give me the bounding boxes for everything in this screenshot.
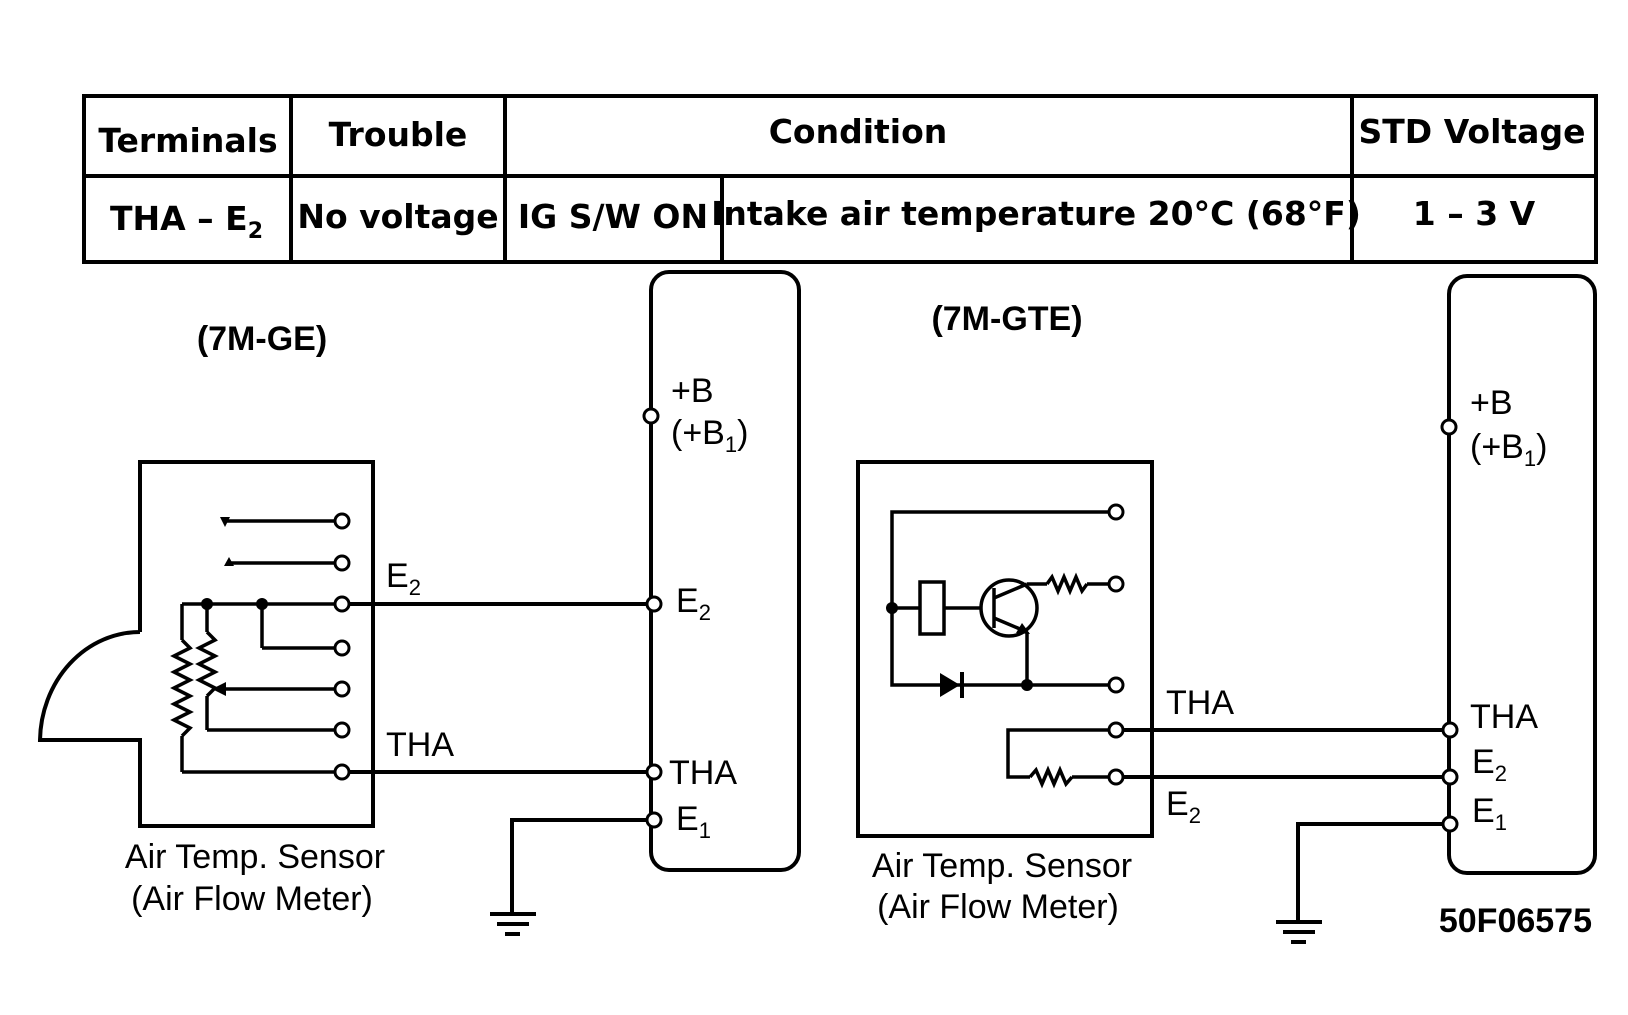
right-ecu-pin-b1: (+B1) <box>1470 428 1547 471</box>
pin-text: ) <box>737 414 748 452</box>
right-ecu-box <box>1447 274 1597 875</box>
pin-subscript: 1 <box>725 432 737 457</box>
right-sensor-pin-tha: THA <box>1166 684 1234 722</box>
left-ecu-terminal-e1 <box>645 811 663 829</box>
pin-subscript: 2 <box>1189 803 1201 828</box>
pin-subscript: 1 <box>699 818 711 843</box>
left-ecu-terminal-e2 <box>645 595 663 613</box>
right-diode <box>940 673 960 697</box>
figure-code: 50F06575 <box>1439 902 1592 940</box>
right-transistor <box>979 578 1039 638</box>
pin-letter: E <box>676 582 699 620</box>
pin-text: (+B <box>1470 428 1524 466</box>
header-std-voltage: STD Voltage <box>1359 112 1586 151</box>
right-sensor-label-2: (Air Flow Meter) <box>877 888 1119 926</box>
right-sensor-terminal <box>1107 575 1125 593</box>
pin-letter: E <box>1472 743 1495 781</box>
pin-subscript: 2 <box>699 600 711 625</box>
right-relay-coil <box>918 580 946 636</box>
left-sensor-terminal <box>333 595 351 613</box>
spec-table: Terminals Trouble Condition STD Voltage … <box>82 94 1598 264</box>
left-ecu-pin-e1: E1 <box>676 800 711 843</box>
pin-subscript: 2 <box>409 575 421 600</box>
left-sensor-terminal <box>333 763 351 781</box>
header-trouble: Trouble <box>329 115 468 154</box>
pin-text: ) <box>1536 428 1547 466</box>
cell-terminals: THA – E2 <box>110 199 263 244</box>
right-internal-bus <box>890 510 1110 687</box>
right-ecu-pin-tha: THA <box>1470 698 1538 736</box>
right-sensor-label-1: Air Temp. Sensor <box>872 847 1132 885</box>
table-border <box>82 94 1598 264</box>
cell-condition-temp: Intake air temperature 20°C (68°F) <box>711 194 1361 233</box>
pin-letter: E <box>1166 785 1189 823</box>
right-sensor-terminal <box>1107 503 1125 521</box>
pin-subscript: 1 <box>1524 446 1536 471</box>
left-junction-dot <box>256 598 268 610</box>
left-sensor-label-2: (Air Flow Meter) <box>131 880 373 918</box>
cell-terminals-sub: 2 <box>248 219 263 244</box>
pin-letter: E <box>386 557 409 595</box>
right-tha-loop <box>1006 728 1110 779</box>
pin-text: (+B <box>671 414 725 452</box>
left-sensor-terminal <box>333 639 351 657</box>
right-ecu-pin-e2: E2 <box>1472 743 1507 786</box>
left-ecu-terminal-b <box>642 407 660 425</box>
right-junction-dot <box>1021 679 1033 691</box>
left-ecu-pin-b1: (+B1) <box>671 414 748 457</box>
right-junction-dot <box>886 602 898 614</box>
left-sensor-terminal <box>333 512 351 530</box>
right-circuit: (7M-GTE) THA E2 <box>856 274 1597 944</box>
left-potentiometer <box>195 630 219 698</box>
left-ecu-pin-e2: E2 <box>676 582 711 625</box>
right-emitter-arrow <box>1016 623 1030 634</box>
cell-trouble: No voltage <box>297 197 498 236</box>
pin-subscript: 2 <box>1495 761 1507 786</box>
right-resistor-top <box>1045 572 1089 596</box>
left-ecu-terminal-tha <box>645 763 663 781</box>
right-ecu-terminal-e2 <box>1441 768 1459 786</box>
header-condition: Condition <box>769 112 948 151</box>
pin-letter: E <box>1472 792 1495 830</box>
cell-terminals-main: THA – E <box>110 199 248 238</box>
right-sensor-terminal <box>1107 676 1125 694</box>
header-terminals: Terminals <box>98 121 277 160</box>
left-circuit: (7M-GE) E2 THA <box>37 270 801 936</box>
left-sensor-terminal <box>333 680 351 698</box>
left-contact-arrow <box>224 557 234 566</box>
right-sensor-housing <box>856 460 1154 838</box>
cell-std-voltage: 1 – 3 V <box>1413 194 1536 233</box>
left-sensor-pin-e2: E2 <box>386 557 421 600</box>
left-sensor-terminal <box>333 721 351 739</box>
cell-condition-switch: IG S/W ON <box>518 197 708 236</box>
left-ecu-pin-tha: THA <box>669 754 737 792</box>
right-engine-label: (7M-GTE) <box>931 300 1082 338</box>
left-contact-arrow <box>220 517 230 527</box>
left-resistor-1 <box>170 638 194 738</box>
right-ecu-terminal-b <box>1440 418 1458 436</box>
right-ecu-pin-e1: E1 <box>1472 792 1507 835</box>
right-sensor-pin-e2: E2 <box>1166 785 1201 828</box>
left-wiper-arrow <box>212 682 226 696</box>
right-transistor-collector <box>993 582 1028 600</box>
right-ground-wire <box>1296 822 1443 922</box>
right-sensor-terminal <box>1107 768 1125 786</box>
left-engine-label: (7M-GE) <box>197 320 327 358</box>
right-ecu-terminal-e1 <box>1441 815 1459 833</box>
right-ecu-terminal-tha <box>1441 721 1459 739</box>
left-ecu-box <box>649 270 801 872</box>
right-sensor-terminal <box>1107 721 1125 739</box>
right-ecu-pin-b: +B <box>1470 384 1513 422</box>
pin-subscript: 1 <box>1495 810 1507 835</box>
left-ecu-pin-b: +B <box>671 372 714 410</box>
right-tha-resistor <box>1028 765 1074 789</box>
left-sensor-pin-tha: THA <box>386 726 454 764</box>
left-sensor-housing <box>37 460 375 828</box>
left-sensor-terminal <box>333 554 351 572</box>
left-ground-wire <box>510 818 647 914</box>
left-sensor-label-1: Air Temp. Sensor <box>125 838 385 876</box>
pin-letter: E <box>676 800 699 838</box>
